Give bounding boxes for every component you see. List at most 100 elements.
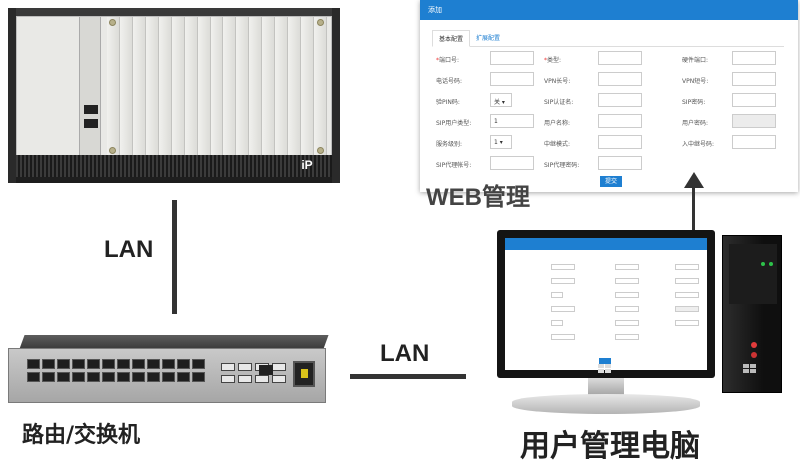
reset-button-icon (751, 352, 757, 358)
service-level-label: 服务级别: (436, 141, 463, 148)
sfp-port (272, 363, 286, 371)
power-led-icon (769, 262, 773, 266)
sip-user-type-input[interactable]: 1 (490, 114, 534, 128)
line-card (132, 17, 146, 157)
sip-pwd-input[interactable] (732, 93, 776, 107)
hw-port-input[interactable] (732, 51, 776, 65)
form-row: 验PIN码: 关 ▾ SIP认证名: SIP密码: (432, 92, 788, 113)
monitor-stand-neck (588, 378, 624, 398)
line-card (171, 17, 185, 157)
tab-extended-config[interactable]: 扩展配置 (476, 35, 501, 42)
phone-label: 电话号码: (436, 78, 463, 85)
arrow-up-icon (684, 172, 704, 188)
router-switch-label: 路由/交换机 (22, 423, 141, 448)
mini-dialog-header (505, 238, 707, 250)
form-row: 电话号码: VPN长号: VPN短号: (432, 71, 788, 92)
web-management-label: WEB管理 (426, 184, 530, 211)
vpn-short-input[interactable] (732, 72, 776, 86)
power-socket-icon (293, 361, 315, 387)
ethernet-port (84, 119, 98, 128)
user-name-input[interactable] (598, 114, 642, 128)
line-card (145, 17, 159, 157)
windows-logo-icon (598, 364, 612, 374)
switch-port (57, 359, 70, 369)
chassis-left-ear (8, 8, 16, 183)
line-card (301, 17, 314, 157)
mini-form-row (515, 264, 699, 270)
dialog-title: 添加 (420, 0, 798, 20)
switch-port (117, 359, 130, 369)
type-input[interactable] (598, 51, 642, 65)
phone-input[interactable] (490, 72, 534, 86)
sfp-port (255, 375, 269, 383)
line-card (158, 17, 172, 157)
line-card (249, 17, 263, 157)
line-card (262, 17, 276, 157)
switch-port (72, 372, 85, 382)
lan-connection-vertical (172, 200, 177, 314)
sip-proxy-acct-input[interactable] (490, 156, 534, 170)
sip-pwd-label: SIP密码: (682, 99, 706, 106)
switch-port (147, 372, 160, 382)
switch-port (132, 372, 145, 382)
arrow-shaft (692, 186, 695, 230)
mini-form-row (515, 278, 699, 284)
port-input[interactable] (490, 51, 534, 65)
form-row: *端口号: *类型: 硬件端口: (432, 50, 788, 71)
ethernet-port (84, 105, 98, 114)
relay-number-input[interactable] (732, 135, 776, 149)
line-card (314, 17, 327, 157)
user-name-label: 用户名称: (544, 120, 571, 127)
user-pc-label: 用户管理电脑 (520, 429, 700, 464)
sfp-port (272, 375, 286, 383)
relay-mode-input[interactable] (598, 135, 642, 149)
sip-auth-label: SIP认证名: (544, 99, 574, 106)
vpn-long-input[interactable] (598, 72, 642, 86)
switch-port (42, 372, 55, 382)
screw-icon (109, 147, 116, 154)
service-level-select[interactable]: 1 ▾ (490, 135, 512, 149)
user-pwd-input[interactable] (732, 114, 776, 128)
line-card-slots (107, 17, 327, 157)
line-card (210, 17, 224, 157)
sfp-port (238, 375, 252, 383)
config-form: *端口号: *类型: 硬件端口: 电话号码: VPN长号: VPN短号: 验PI… (432, 50, 788, 176)
sfp-port-group (221, 363, 286, 383)
switch-port (57, 372, 70, 382)
sip-proxy-pwd-input[interactable] (598, 156, 642, 170)
lan-label-horizontal: LAN (380, 340, 430, 367)
relay-number-label: 入中继号码: (682, 141, 715, 148)
tab-basic-config[interactable]: 基本配置 (432, 30, 471, 47)
mini-submit-button (599, 358, 611, 364)
chassis-logo: iP (301, 158, 313, 172)
switch-port (102, 359, 115, 369)
pc-monitor (497, 230, 715, 378)
submit-button[interactable]: 提交 (600, 176, 622, 187)
vpn-short-label: VPN短号: (682, 78, 709, 85)
line-card (119, 17, 133, 157)
mini-form-row (515, 306, 699, 312)
switch-port (132, 359, 145, 369)
console-port (259, 365, 273, 375)
switch-port (162, 372, 175, 382)
screw-icon (317, 19, 324, 26)
windows-logo-icon (743, 364, 757, 374)
lan-connection-horizontal (350, 374, 466, 379)
pin-label: 验PIN码: (436, 99, 460, 106)
line-card (223, 17, 237, 157)
switch-port (177, 359, 190, 369)
monitor-screen (505, 238, 707, 370)
web-config-dialog: 添加 基本配置 扩展配置 *端口号: *类型: 硬件端口: 电话号码: VPN长… (420, 0, 798, 192)
switch-port (42, 359, 55, 369)
pin-select[interactable]: 关 ▾ (490, 93, 512, 107)
switch-port (102, 372, 115, 382)
management-card (79, 17, 101, 157)
sip-auth-input[interactable] (598, 93, 642, 107)
type-label: *类型: (544, 57, 562, 64)
switch-top-surface (19, 335, 329, 349)
switch-port (117, 372, 130, 382)
dialog-tab-bar: 基本配置 扩展配置 (432, 30, 784, 47)
hw-port-label: 硬件端口: (682, 57, 709, 64)
sip-proxy-pwd-label: SIP代理密码: (544, 162, 580, 169)
chassis-front-panel (16, 16, 332, 157)
